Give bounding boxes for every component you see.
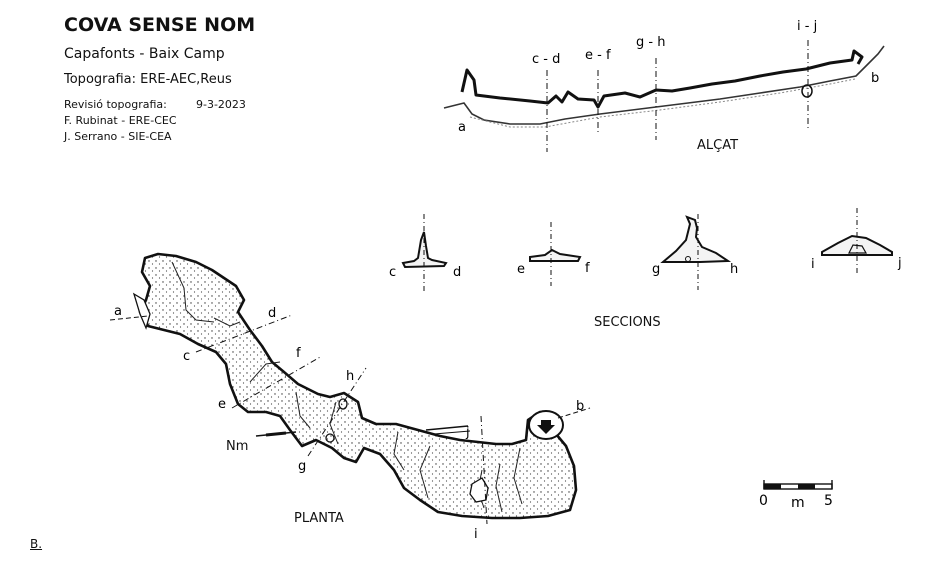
plan-label-b: b	[576, 399, 584, 414]
scale-zero: 0	[759, 493, 768, 509]
plan-line-b	[557, 407, 591, 419]
plan-view	[109, 252, 591, 525]
plan-label-h: h	[346, 369, 354, 384]
scale-unit: m	[791, 495, 805, 511]
elevation-label-ij: i - j	[797, 19, 817, 34]
elevation-view	[443, 40, 885, 152]
sections-view-label: SECCIONS	[594, 315, 661, 330]
section-letter-j: j	[897, 256, 902, 271]
section-letter-d: d	[453, 265, 461, 280]
section-letter-f: f	[585, 261, 590, 276]
plan-label-e: e	[218, 397, 226, 412]
plan-label-i: i	[474, 527, 478, 542]
corner-mark: B.	[30, 537, 43, 551]
plan-outline	[138, 252, 578, 520]
elevation-view-label: ALÇAT	[697, 138, 739, 153]
plan-label-c: c	[183, 349, 190, 364]
elevation-label-cd: c - d	[532, 52, 560, 67]
elevation-boulder	[801, 84, 813, 98]
plan-line-gh	[307, 367, 367, 457]
section-letter-c: c	[389, 265, 396, 280]
scale-bar	[763, 480, 833, 490]
section-letter-h: h	[730, 262, 738, 277]
sections-view	[401, 208, 893, 292]
elevation-label-gh: g - h	[636, 35, 665, 50]
plan-label-a: a	[114, 304, 122, 319]
author-credit-2: J. Serrano - SIE-CEA	[64, 130, 172, 143]
plan-label-f: f	[296, 346, 301, 361]
plan-line-a	[109, 315, 149, 321]
section-gh	[660, 214, 732, 290]
section-ef	[529, 222, 582, 286]
elevation-floor-fill-line	[469, 78, 856, 128]
map-title: COVA SENSE NOM	[64, 14, 256, 36]
plan-line-ef	[231, 355, 323, 409]
elevation-label-a: a	[458, 120, 466, 135]
plan-view-label: PLANTA	[294, 511, 344, 526]
author-credit-1: F. Rubinat - ERE-CEC	[64, 114, 177, 127]
north-label: Nm	[226, 439, 249, 454]
plan-line-ij	[480, 415, 488, 525]
section-letter-g: g	[652, 262, 660, 277]
section-letter-i: i	[811, 257, 815, 272]
location-text: Capafonts - Baix Camp	[64, 46, 225, 62]
revision-label: Revisió topografia:	[64, 98, 167, 111]
section-ij	[821, 208, 893, 276]
section-cd	[401, 214, 448, 292]
revision-date: 9-3-2023	[196, 98, 246, 111]
elevation-label-ef: e - f	[585, 48, 611, 63]
elevation-floor-line	[443, 45, 885, 125]
plan-line-cd	[195, 314, 293, 353]
scale-max: 5	[824, 493, 833, 509]
plan-label-d: d	[268, 306, 276, 321]
plan-label-g: g	[298, 459, 306, 474]
section-letter-e: e	[517, 262, 525, 277]
elevation-label-b: b	[871, 71, 879, 86]
elevation-ceiling-line	[460, 49, 864, 109]
plan-label-j: j	[465, 425, 470, 440]
entrance-arrow-icon	[537, 420, 555, 434]
topography-credit: Topografia: ERE-AEC,Reus	[64, 72, 232, 87]
